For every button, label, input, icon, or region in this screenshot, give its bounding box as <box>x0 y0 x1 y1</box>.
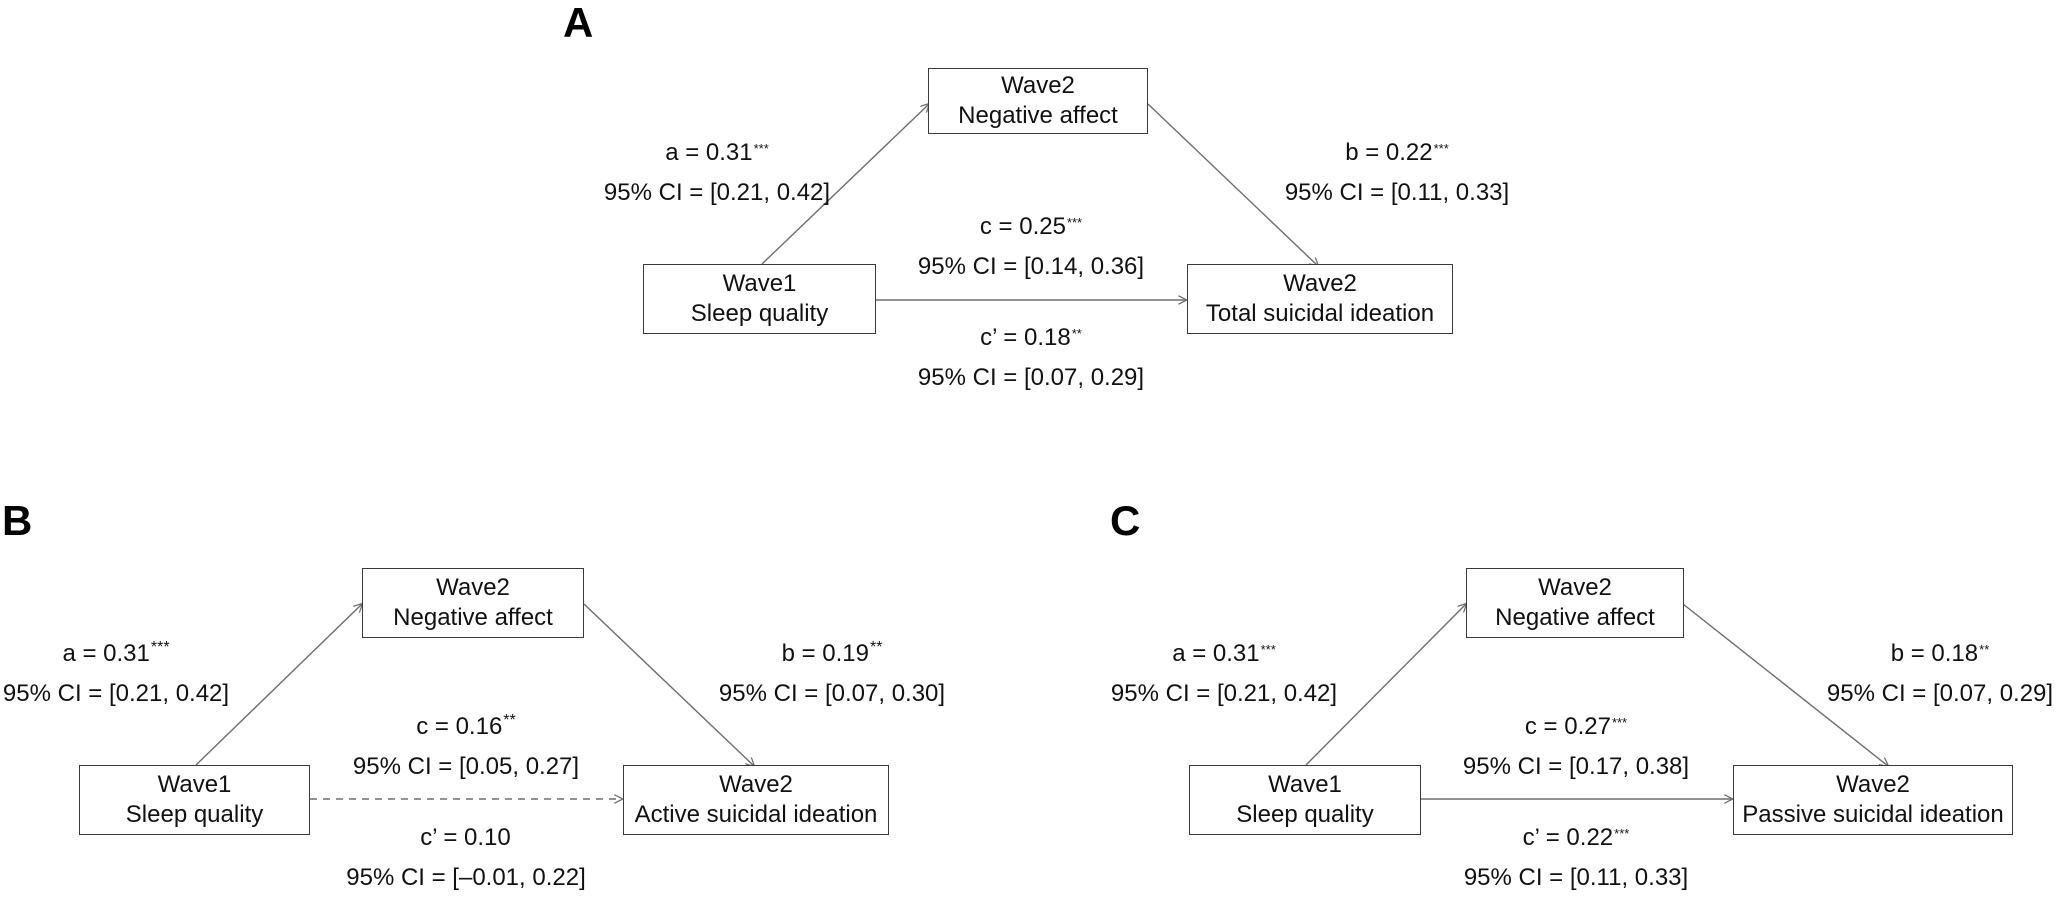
path-cprime-label-A: c’ = 0.18** 95% CI = [0.07, 0.29] <box>918 324 1144 392</box>
path-a-arrow-C <box>1305 604 1466 766</box>
path-c-ci-C: 95% CI = [0.17, 0.38] <box>1462 753 1690 780</box>
path-a-ci-C: 95% CI = [0.21, 0.42] <box>1110 680 1338 707</box>
path-b-arrow-B <box>583 603 754 766</box>
predictor-line2-A: Sleep quality <box>690 300 829 327</box>
outcome-line1-C: Wave2 <box>1836 771 1910 798</box>
outcome-box-B: Wave2 Active suicidal ideation <box>623 765 889 835</box>
predictor-line1-B: Wave1 <box>157 771 232 798</box>
mediator-line1-A: Wave2 <box>1001 72 1075 99</box>
path-c-ci-A: 95% CI = [0.14, 0.36] <box>917 253 1145 280</box>
path-cprime-coef-C: c’ = 0.22 <box>1522 824 1614 851</box>
path-cprime-coef-A: c’ = 0.18 <box>980 324 1071 351</box>
mediator-line2-C: Negative affect <box>1495 604 1655 631</box>
path-b-sig-A: *** <box>1433 141 1449 156</box>
path-a-ci-A: 95% CI = [0.21, 0.42] <box>603 179 831 206</box>
outcome-line2-C: Passive suicidal ideation <box>1742 801 2004 828</box>
mediator-line1-C: Wave2 <box>1538 574 1612 601</box>
path-c-coef-C: c = 0.27 <box>1524 713 1611 740</box>
panel-label-C: C <box>1110 497 1141 544</box>
panel-label-B: B <box>2 497 33 544</box>
path-c-sig-B: ** <box>503 712 516 729</box>
path-a-sig-C: *** <box>1260 642 1276 657</box>
path-c-sig-A: *** <box>1066 215 1083 230</box>
path-b-label-A: b = 0.22*** 95% CI = [0.11, 0.33] <box>1285 139 1509 207</box>
path-b-sig-C: ** <box>1979 642 1990 657</box>
outcome-box-A: Wave2 Total suicidal ideation <box>1187 264 1453 334</box>
path-a-label-A: a = 0.31*** 95% CI = [0.21, 0.42] <box>604 139 830 207</box>
outcome-line1-A: Wave2 <box>1283 270 1357 297</box>
path-c-sig-C: *** <box>1611 715 1628 730</box>
path-b-arrow-C <box>1682 603 1888 766</box>
path-a-sig-B: *** <box>150 639 170 656</box>
mediator-box-C: Wave2 Negative affect <box>1466 568 1684 638</box>
path-cprime-label-C: c’ = 0.22*** 95% CI = [0.11, 0.33] <box>1464 824 1688 892</box>
path-b-coef-A: b = 0.22 <box>1345 139 1433 166</box>
predictor-line2-C: Sleep quality <box>1236 801 1374 828</box>
mediator-box-A: Wave2 Negative affect <box>928 68 1148 134</box>
path-cprime-sig-C: *** <box>1614 826 1630 841</box>
path-a-ci-B: 95% CI = [0.21, 0.42] <box>2 680 230 707</box>
path-a-coef-C: a = 0.31 <box>1172 640 1260 667</box>
path-cprime-ci-C: 95% CI = [0.11, 0.33] <box>1463 864 1689 891</box>
path-c-coef-B: c = 0.16 <box>416 713 503 740</box>
path-b-label-C: b = 0.18** 95% CI = [0.07, 0.29] <box>1827 640 2053 708</box>
path-b-coef-C: b = 0.18 <box>1890 640 1979 667</box>
path-cprime-ci-B: 95% CI = [–0.01, 0.22] <box>346 864 586 891</box>
predictor-line1-C: Wave1 <box>1268 771 1342 798</box>
path-b-ci-A: 95% CI = [0.11, 0.33] <box>1284 179 1510 206</box>
path-cprime-coef-B: c’ = 0.10 <box>420 824 511 851</box>
path-b-arrow-A <box>1147 103 1318 266</box>
predictor-box-A: Wave1 Sleep quality <box>643 264 876 334</box>
mediator-line2-B: Negative affect <box>393 604 553 631</box>
predictor-box-B: Wave1 Sleep quality <box>79 765 310 835</box>
panel-label-A: A <box>563 0 594 46</box>
path-c-coef-A: c = 0.25 <box>979 213 1066 240</box>
outcome-line2-B: Active suicidal ideation <box>634 801 878 828</box>
outcome-line2-A: Total suicidal ideation <box>1205 300 1435 327</box>
predictor-line2-B: Sleep quality <box>125 801 264 828</box>
path-cprime-ci-A: 95% CI = [0.07, 0.29] <box>917 364 1145 391</box>
path-cprime-label-B: c’ = 0.10 95% CI = [–0.01, 0.22] <box>346 824 586 892</box>
path-c-label-C: c = 0.27*** 95% CI = [0.17, 0.38] <box>1463 713 1689 781</box>
path-c-label-A: c = 0.25*** 95% CI = [0.14, 0.36] <box>918 213 1144 281</box>
path-b-label-B: b = 0.19** 95% CI = [0.07, 0.30] <box>718 639 946 708</box>
path-a-label-C: a = 0.31*** 95% CI = [0.21, 0.42] <box>1111 640 1337 708</box>
path-b-ci-B: 95% CI = [0.07, 0.30] <box>718 680 946 707</box>
path-a-arrow-A <box>761 104 929 265</box>
path-cprime-sig-A: ** <box>1071 326 1082 341</box>
path-c-ci-B: 95% CI = [0.05, 0.27] <box>352 753 580 780</box>
path-a-label-B: a = 0.31*** 95% CI = [0.21, 0.42] <box>2 639 230 708</box>
mediator-line1-B: Wave2 <box>436 574 510 601</box>
path-a-sig-A: *** <box>753 141 769 156</box>
path-a-coef-A: a = 0.31 <box>665 139 753 166</box>
outcome-line1-B: Wave2 <box>719 771 793 798</box>
path-a-arrow-B <box>195 604 362 766</box>
mediator-box-B: Wave2 Negative affect <box>362 568 584 638</box>
predictor-box-C: Wave1 Sleep quality <box>1189 765 1421 835</box>
outcome-box-C: Wave2 Passive suicidal ideation <box>1733 765 2013 835</box>
predictor-line1-A: Wave1 <box>722 270 797 297</box>
path-a-coef-B: a = 0.31 <box>62 640 150 667</box>
mediator-line2-A: Negative affect <box>958 102 1118 129</box>
path-b-ci-C: 95% CI = [0.07, 0.29] <box>1826 680 2054 707</box>
path-c-label-B: c = 0.16** 95% CI = [0.05, 0.27] <box>352 712 580 781</box>
path-b-coef-B: b = 0.19 <box>781 640 869 667</box>
path-b-sig-B: ** <box>869 639 883 656</box>
